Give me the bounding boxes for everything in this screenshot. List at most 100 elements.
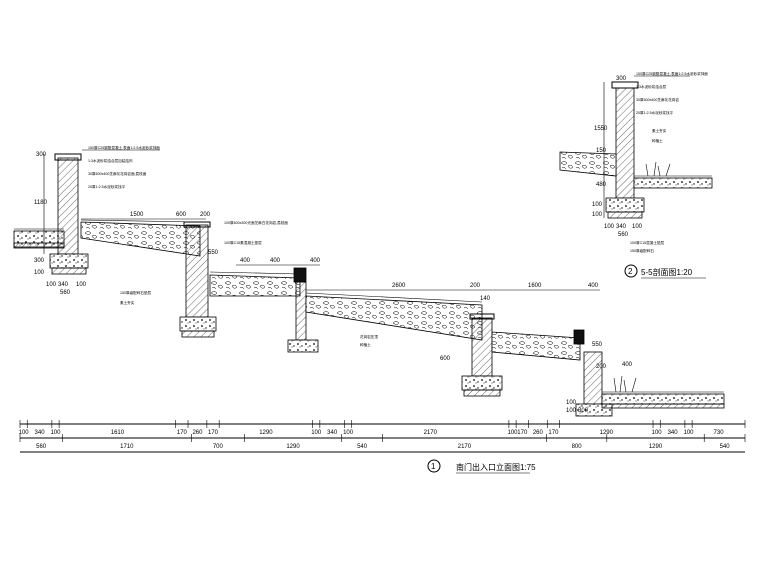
detail-title-block: 2 5-5剖面图1:20 [624, 264, 706, 279]
dim-mid-550b: 550 [592, 342, 603, 348]
detail-notes: 150厚C25钢筋混凝土,表面1:2.5水泥砂浆抹面 1:3水泥砂浆结合层 30… [630, 71, 708, 253]
main-title-number: 1 [431, 462, 436, 471]
svg-text:20厚1:2.5水泥砂浆找平: 20厚1:2.5水泥砂浆找平 [88, 184, 126, 189]
stone-slope-2 [209, 274, 301, 297]
dim-row1-label: 1290 [600, 430, 614, 436]
svg-text:150厚级配碎石: 150厚级配碎石 [630, 248, 654, 253]
dim-left-100: 100 [34, 270, 45, 276]
detail-dim-base-340: 340 [616, 224, 627, 230]
dim-row2-label: 2170 [458, 444, 472, 450]
dim-row2-label: 800 [572, 444, 583, 450]
stone-slope-3 [305, 295, 483, 341]
dim-row2-label: 1710 [120, 444, 134, 450]
retaining-wall-4 [471, 317, 493, 377]
svg-text:100厚C15素混凝土垫层: 100厚C15素混凝土垫层 [224, 240, 262, 245]
dim-top-400a: 400 [240, 258, 251, 264]
stone-slope-1 [80, 221, 201, 257]
dim-row1-label: 260 [192, 430, 203, 436]
detail-stone-fill [559, 151, 617, 177]
dim-left-300b: 300 [34, 258, 45, 264]
dim-row1-label: 100 [19, 430, 30, 436]
dim-base-100a: 100 [46, 282, 57, 288]
dim-mid-100a: 100 [566, 400, 577, 406]
svg-text:30厚600x400芝麻灰花岗岩面,荔枝面: 30厚600x400芝麻灰花岗岩面,荔枝面 [88, 171, 147, 176]
left-retaining-wall [57, 157, 79, 255]
detail-title-number: 2 [628, 267, 633, 276]
retaining-wall-2 [185, 224, 209, 318]
svg-text:1:3水泥砂浆结合层: 1:3水泥砂浆结合层 [636, 84, 667, 89]
svg-text:100厚C15混凝土垫层: 100厚C15混凝土垫层 [630, 240, 665, 245]
detail-right-ground [633, 177, 713, 189]
dim-row2-label: 540 [357, 444, 368, 450]
dim-row1-label: 100 [683, 430, 694, 436]
detail-dim-150: 150 [596, 148, 607, 154]
retaining-wall-5 [583, 351, 603, 405]
dim-mid-300: 300 [578, 408, 589, 414]
dim-top-1600: 1600 [528, 283, 542, 289]
left-footing [49, 253, 89, 269]
svg-text:种植土: 种植土 [360, 342, 371, 347]
dim-base-340: 340 [58, 282, 69, 288]
dim-row1-label: 170 [548, 430, 559, 436]
svg-text:1:3水泥砂浆结合层加粘结剂: 1:3水泥砂浆结合层加粘结剂 [88, 158, 133, 163]
dark-pier-2 [573, 329, 585, 345]
bottom-dimensions: 100 340 100 1610 170 260 170 1290 100 340 100 2170 1… [19, 420, 746, 453]
dim-row1-label: 340 [668, 430, 679, 436]
dim-left-1180: 1180 [34, 200, 48, 206]
detail-section: 300 1550 150 480 100 100 100 340 100 560… [559, 71, 713, 279]
dim-top-400d: 400 [588, 283, 599, 289]
detail-dim-top: 300 [616, 76, 627, 82]
dim-row1-label: 730 [714, 430, 725, 436]
footing-2 [179, 316, 217, 332]
dim-row1-label: 340 [327, 430, 338, 436]
detail-footing [605, 197, 645, 213]
dim-row1-label: 170 [517, 430, 528, 436]
svg-text:素土夯实: 素土夯实 [652, 128, 667, 133]
footing-4 [461, 375, 503, 391]
dim-top-400c: 400 [310, 258, 321, 264]
dim-top-400b: 400 [270, 258, 281, 264]
detail-dim-100b: 100 [592, 212, 603, 218]
detail-dim-1550: 1550 [594, 126, 608, 132]
dim-row1-label: 1610 [111, 430, 125, 436]
dim-row1-label: 100 [311, 430, 322, 436]
dim-row2-label: 1290 [649, 444, 663, 450]
dim-mid-600: 600 [440, 356, 451, 362]
svg-text:30厚600x400芝麻灰花岗岩: 30厚600x400芝麻灰花岗岩 [636, 97, 679, 102]
dim-row1-label: 100 [507, 430, 518, 436]
dim-top-600: 600 [176, 212, 187, 218]
dim-top-2600: 2600 [392, 283, 406, 289]
svg-text:素土夯实: 素土夯实 [120, 300, 135, 305]
dim-top-200a: 200 [200, 212, 211, 218]
dim-row1-label: 2170 [424, 430, 438, 436]
dim-top-1500: 1500 [130, 212, 144, 218]
dim-mid-100b: 100 [566, 408, 577, 414]
dim-row1-label: 100 [50, 430, 61, 436]
dim-mid-200: 200 [596, 364, 607, 370]
detail-dim-base-560: 560 [618, 232, 629, 238]
dim-row1-label: 170 [177, 430, 188, 436]
dim-base-560: 560 [60, 290, 71, 296]
dim-mid-400: 400 [622, 362, 633, 368]
dim-row2-label: 560 [36, 444, 47, 450]
main-elevation: 1500 600 200 400 400 400 2600 200 1600 4… [13, 145, 746, 474]
dim-top-200b: 200 [470, 283, 481, 289]
svg-text:花岗岩压顶: 花岗岩压顶 [360, 334, 378, 339]
detail-wall [615, 87, 635, 199]
right-ground-paving [601, 393, 725, 405]
dim-row1-label: 1290 [259, 430, 273, 436]
dim-row1-label: 340 [35, 430, 46, 436]
detail-dim-base-100a: 100 [604, 224, 615, 230]
dim-left-300: 300 [36, 152, 47, 158]
footing-3 [287, 339, 319, 353]
svg-text:150厚C25钢筋混凝土,表面1:2.5水泥砂浆抹面: 150厚C25钢筋混凝土,表面1:2.5水泥砂浆抹面 [88, 145, 160, 150]
detail-dim-base-100b: 100 [632, 224, 643, 230]
svg-text:150厚C25钢筋混凝土,表面1:2.5水泥砂浆抹面: 150厚C25钢筋混凝土,表面1:2.5水泥砂浆抹面 [636, 71, 708, 76]
svg-text:150厚级配碎石垫层: 150厚级配碎石垫层 [120, 290, 152, 295]
dim-row1-label: 100 [343, 430, 354, 436]
dim-row1-label: 260 [533, 430, 544, 436]
main-title: 南门出入口立面图1:75 [456, 462, 536, 472]
main-notes: 150厚C25钢筋混凝土,表面1:2.5水泥砂浆抹面 1:3水泥砂浆结合层加粘结… [82, 145, 378, 347]
svg-text:20厚1:2.5水泥砂浆找平: 20厚1:2.5水泥砂浆找平 [636, 110, 674, 115]
